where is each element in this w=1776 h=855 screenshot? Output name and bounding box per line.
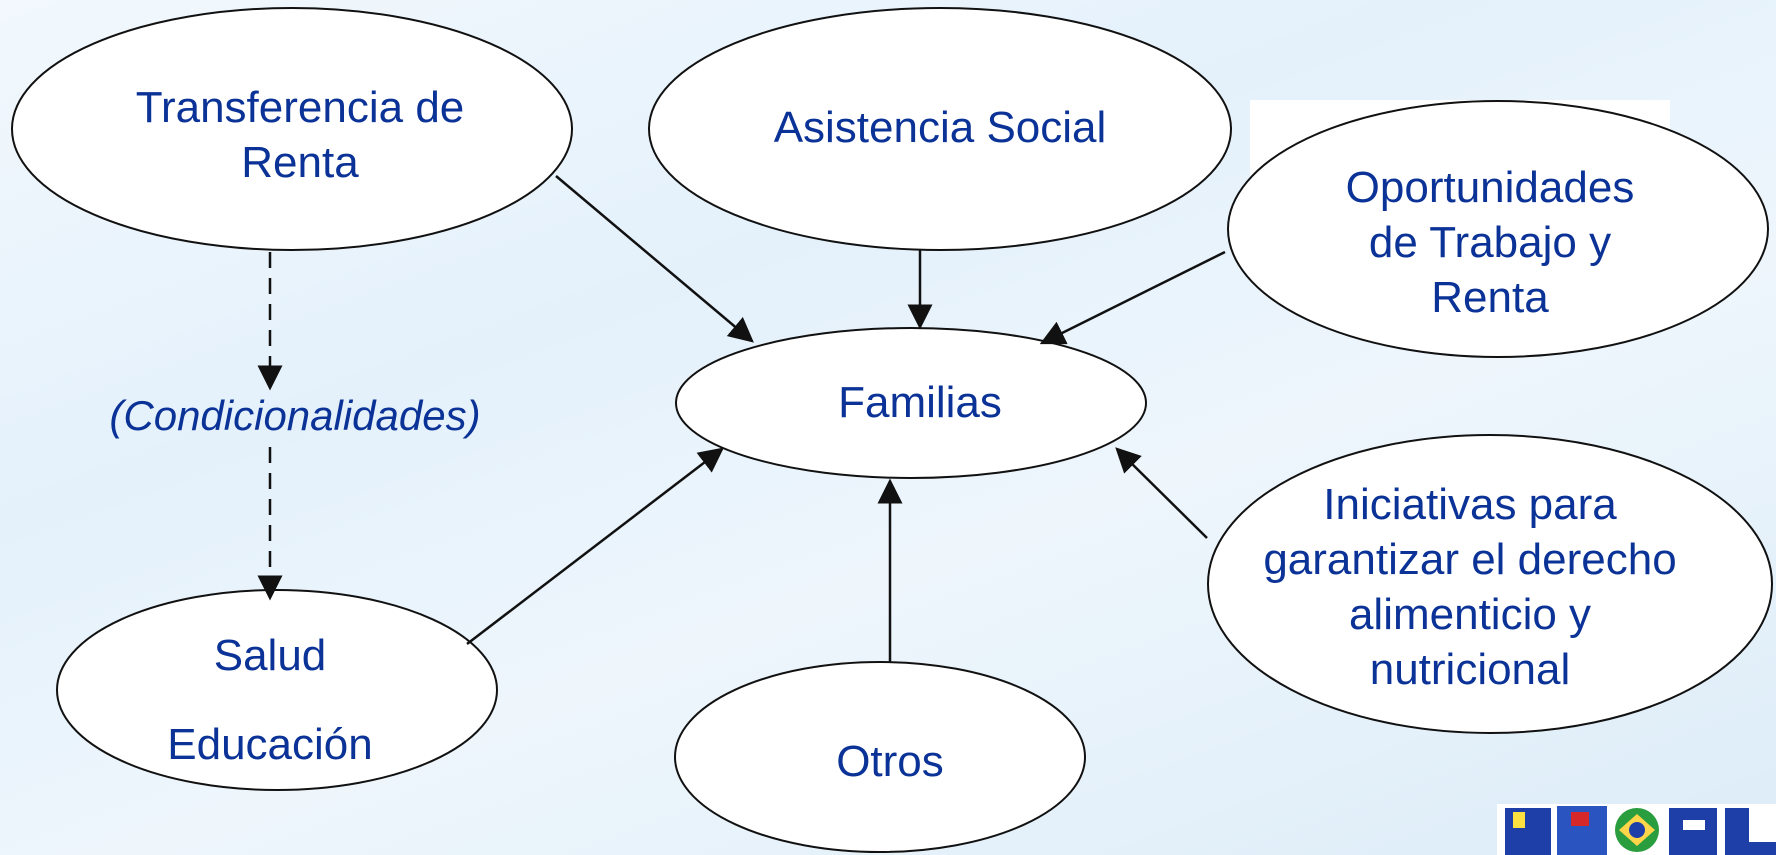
label-line: Transferencia de bbox=[135, 83, 465, 132]
node-iniciativas-ellipse bbox=[1207, 434, 1773, 734]
node-familias-label: Familias bbox=[838, 378, 1002, 427]
node-asistencia-ellipse bbox=[648, 7, 1232, 251]
arrow-salud-to-familias bbox=[466, 447, 724, 645]
label-line: Renta bbox=[1431, 273, 1549, 322]
condicionalidades-label: (Condicionalidades) bbox=[109, 392, 481, 439]
node-oportunidades-label: Oportunidades de Trabajo y Renta bbox=[1300, 160, 1680, 325]
label-line: garantizar el derecho bbox=[1263, 535, 1677, 584]
label-line: nutricional bbox=[1369, 645, 1571, 694]
label-line: de Trabajo y bbox=[1368, 218, 1612, 267]
node-otros-label: Otros bbox=[836, 737, 944, 786]
node-transferencia-ellipse bbox=[11, 7, 573, 251]
node-educacion-label: Educación bbox=[167, 720, 373, 769]
node-otros-ellipse bbox=[674, 661, 1086, 853]
node-asistencia-label: Asistencia Social bbox=[773, 103, 1107, 152]
label-line: alimenticio y bbox=[1348, 590, 1592, 639]
label-line: Renta bbox=[241, 138, 359, 187]
node-salud-label: Salud bbox=[213, 631, 327, 680]
node-iniciativas-label: Iniciativas para garantizar el derecho a… bbox=[1220, 477, 1720, 697]
arrow-transferencia-to-familias bbox=[555, 175, 754, 343]
arrow-oportunidades-to-familias bbox=[1039, 250, 1226, 345]
brasil-logo-graphic bbox=[1497, 804, 1776, 855]
node-transferencia-label: Transferencia de Renta bbox=[110, 80, 490, 190]
arrow-iniciativas-to-familias bbox=[1115, 447, 1208, 539]
brasil-logo bbox=[1497, 804, 1776, 855]
node-oportunidades-ellipse bbox=[1227, 100, 1769, 358]
label-line: Oportunidades bbox=[1345, 163, 1635, 212]
label-line: Iniciativas para bbox=[1323, 480, 1617, 529]
